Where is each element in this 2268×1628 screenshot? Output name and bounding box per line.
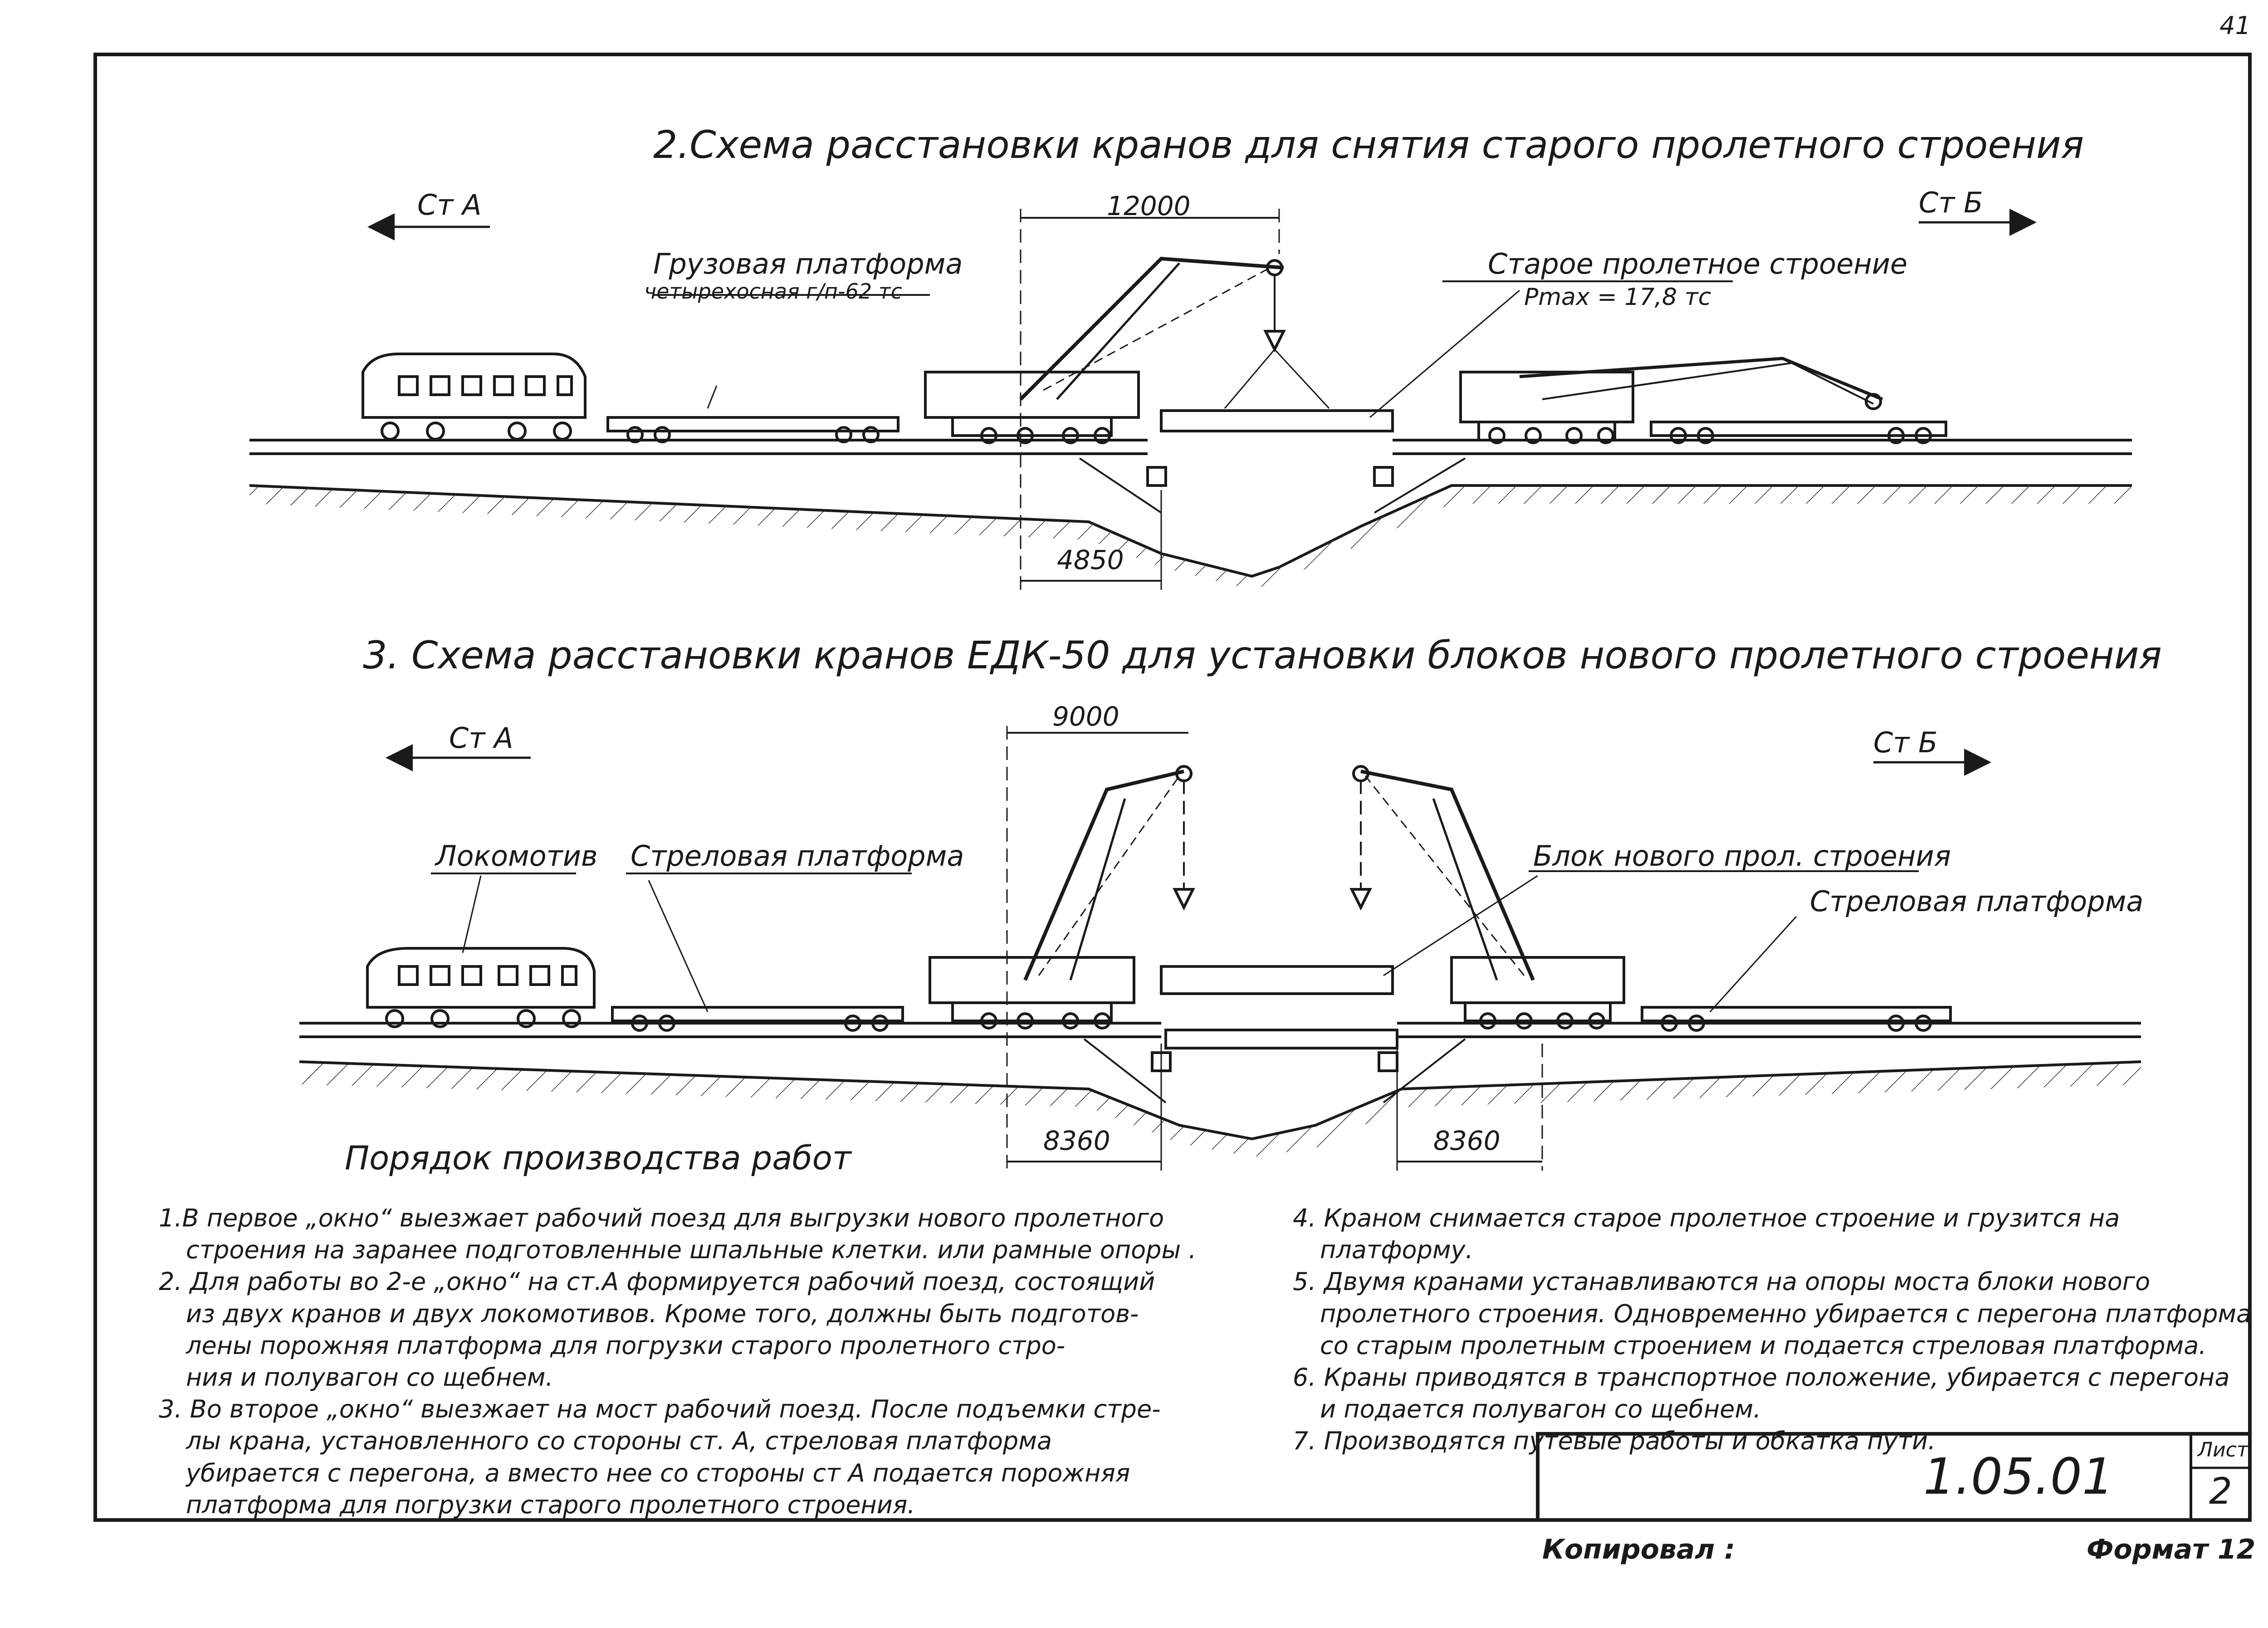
scheme3-dimensions bbox=[1006, 726, 1543, 1171]
scheme3-new-block-label: Блок нового прол. строения bbox=[1533, 839, 1951, 873]
page-number: 41 bbox=[2219, 11, 2251, 40]
note-line: 4. Краном снимается старое пролетное стр… bbox=[1293, 1204, 2120, 1232]
note-line: лы крана, установленного со стороны ст. … bbox=[186, 1427, 1052, 1456]
note-line: лены порожняя платформа для погрузки ста… bbox=[186, 1331, 1066, 1360]
scheme2-dim-12000: 12000 bbox=[1107, 191, 1191, 221]
scheme2-crane-left bbox=[924, 256, 1330, 444]
scheme2-title: 2.Схема расстановки кранов для снятия ст… bbox=[653, 123, 2084, 167]
note-line: со старым пролетным строением и подается… bbox=[1320, 1331, 2207, 1360]
sheet-number: 2 bbox=[2209, 1470, 2232, 1512]
drawing-code: 1.05.01 bbox=[1923, 1447, 2114, 1505]
sheet-frame bbox=[93, 53, 2252, 1522]
scheme2-pmax: Pmax = 17,8 тс bbox=[1524, 284, 1711, 311]
scheme2-st-a: Ст А bbox=[417, 188, 482, 221]
scheme3-title: 3. Схема расстановки кранов ЕДК-50 для у… bbox=[363, 633, 2162, 677]
scheme3-dim-9000: 9000 bbox=[1052, 701, 1119, 732]
note-line: платформу. bbox=[1320, 1236, 1473, 1265]
note-line: 6. Краны приводятся в транспортное полож… bbox=[1293, 1363, 2230, 1392]
note-line: 3. Во второе „окно“ выезжает на мост раб… bbox=[159, 1395, 1161, 1424]
copied-by: Копировал : bbox=[1542, 1534, 1735, 1565]
scheme2-cargo-platform-label: Грузовая платформа bbox=[653, 247, 963, 280]
scheme3-crane-right bbox=[1349, 765, 1625, 1030]
works-title: Порядок производства работ bbox=[345, 1139, 851, 1177]
note-line: пролетного строения. Одновременно убирае… bbox=[1320, 1299, 2252, 1328]
notes-left: 1.В первое „окно“ выезжает рабочий поезд… bbox=[159, 1202, 1196, 1521]
scheme3-boom-platform-left-label: Стреловая платформа bbox=[631, 839, 964, 873]
scheme2-dim-4850: 4850 bbox=[1057, 544, 1124, 575]
format-label: Формат 12 bbox=[2087, 1534, 2256, 1565]
note-line: 7. Производятся путевые работы и обкатка… bbox=[1293, 1427, 1936, 1456]
scheme3-boom-platform-right-label: Стреловая платформа bbox=[1810, 885, 2144, 918]
sheet-label: Лист bbox=[2198, 1438, 2248, 1461]
scheme3-boom-platform-right bbox=[1641, 1006, 1952, 1032]
scheme3-locomotive bbox=[366, 947, 596, 1028]
scheme2-crane-right bbox=[1459, 357, 1947, 444]
scheme3-st-a: Ст А bbox=[449, 721, 513, 755]
scheme2-cargo-platform-sub: четырехосная г/п-62 тс bbox=[644, 279, 902, 304]
note-line: ния и полувагон со щебнем. bbox=[186, 1363, 553, 1392]
note-line: строения на заранее подготовленные шпаль… bbox=[186, 1236, 1197, 1265]
scheme2-st-b: Ст Б bbox=[1919, 186, 1983, 219]
scheme3-ground bbox=[299, 1022, 2141, 1157]
scheme2-cargo-platform bbox=[606, 385, 899, 443]
note-line: из двух кранов и двух локомотивов. Кроме… bbox=[186, 1299, 1139, 1328]
scheme3-locomotive-label: Локомотив bbox=[435, 839, 598, 873]
note-line: убирается с перегона, а вместо нее со ст… bbox=[186, 1458, 1130, 1487]
note-line: и подается полувагон со щебнем. bbox=[1320, 1395, 1761, 1424]
scheme2-dimensions bbox=[1020, 209, 1280, 590]
title-block bbox=[1536, 1432, 2252, 1522]
note-line: 1.В первое „окно“ выезжает рабочий поезд… bbox=[159, 1204, 1164, 1232]
notes-right: 4. Краном снимается старое пролетное стр… bbox=[1293, 1202, 2251, 1457]
scheme2-locomotive bbox=[362, 353, 587, 441]
scheme3-crane-left bbox=[929, 765, 1195, 1030]
note-line: 2. Для работы во 2-е „окно“ на ст.А форм… bbox=[159, 1267, 1155, 1296]
note-line: 5. Двумя кранами устанавливаются на опор… bbox=[1293, 1267, 2151, 1296]
scheme2-ground bbox=[249, 439, 2132, 590]
scheme3-dim-8360-left: 8360 bbox=[1043, 1125, 1110, 1156]
scheme3-st-b: Ст Б bbox=[1873, 726, 1938, 759]
scheme3-dim-8360-right: 8360 bbox=[1433, 1125, 1501, 1156]
scheme3-new-block bbox=[1160, 965, 1394, 995]
scheme3-drawing bbox=[299, 726, 2141, 1171]
scheme2-drawing bbox=[249, 209, 2132, 590]
scheme3-boom-platform-left bbox=[611, 1006, 904, 1032]
scheme2-old-span bbox=[1160, 409, 1394, 432]
scheme2-old-span-label: Старое пролетное строение bbox=[1488, 247, 1908, 280]
note-line: платформа для погрузки старого пролетног… bbox=[186, 1490, 915, 1519]
